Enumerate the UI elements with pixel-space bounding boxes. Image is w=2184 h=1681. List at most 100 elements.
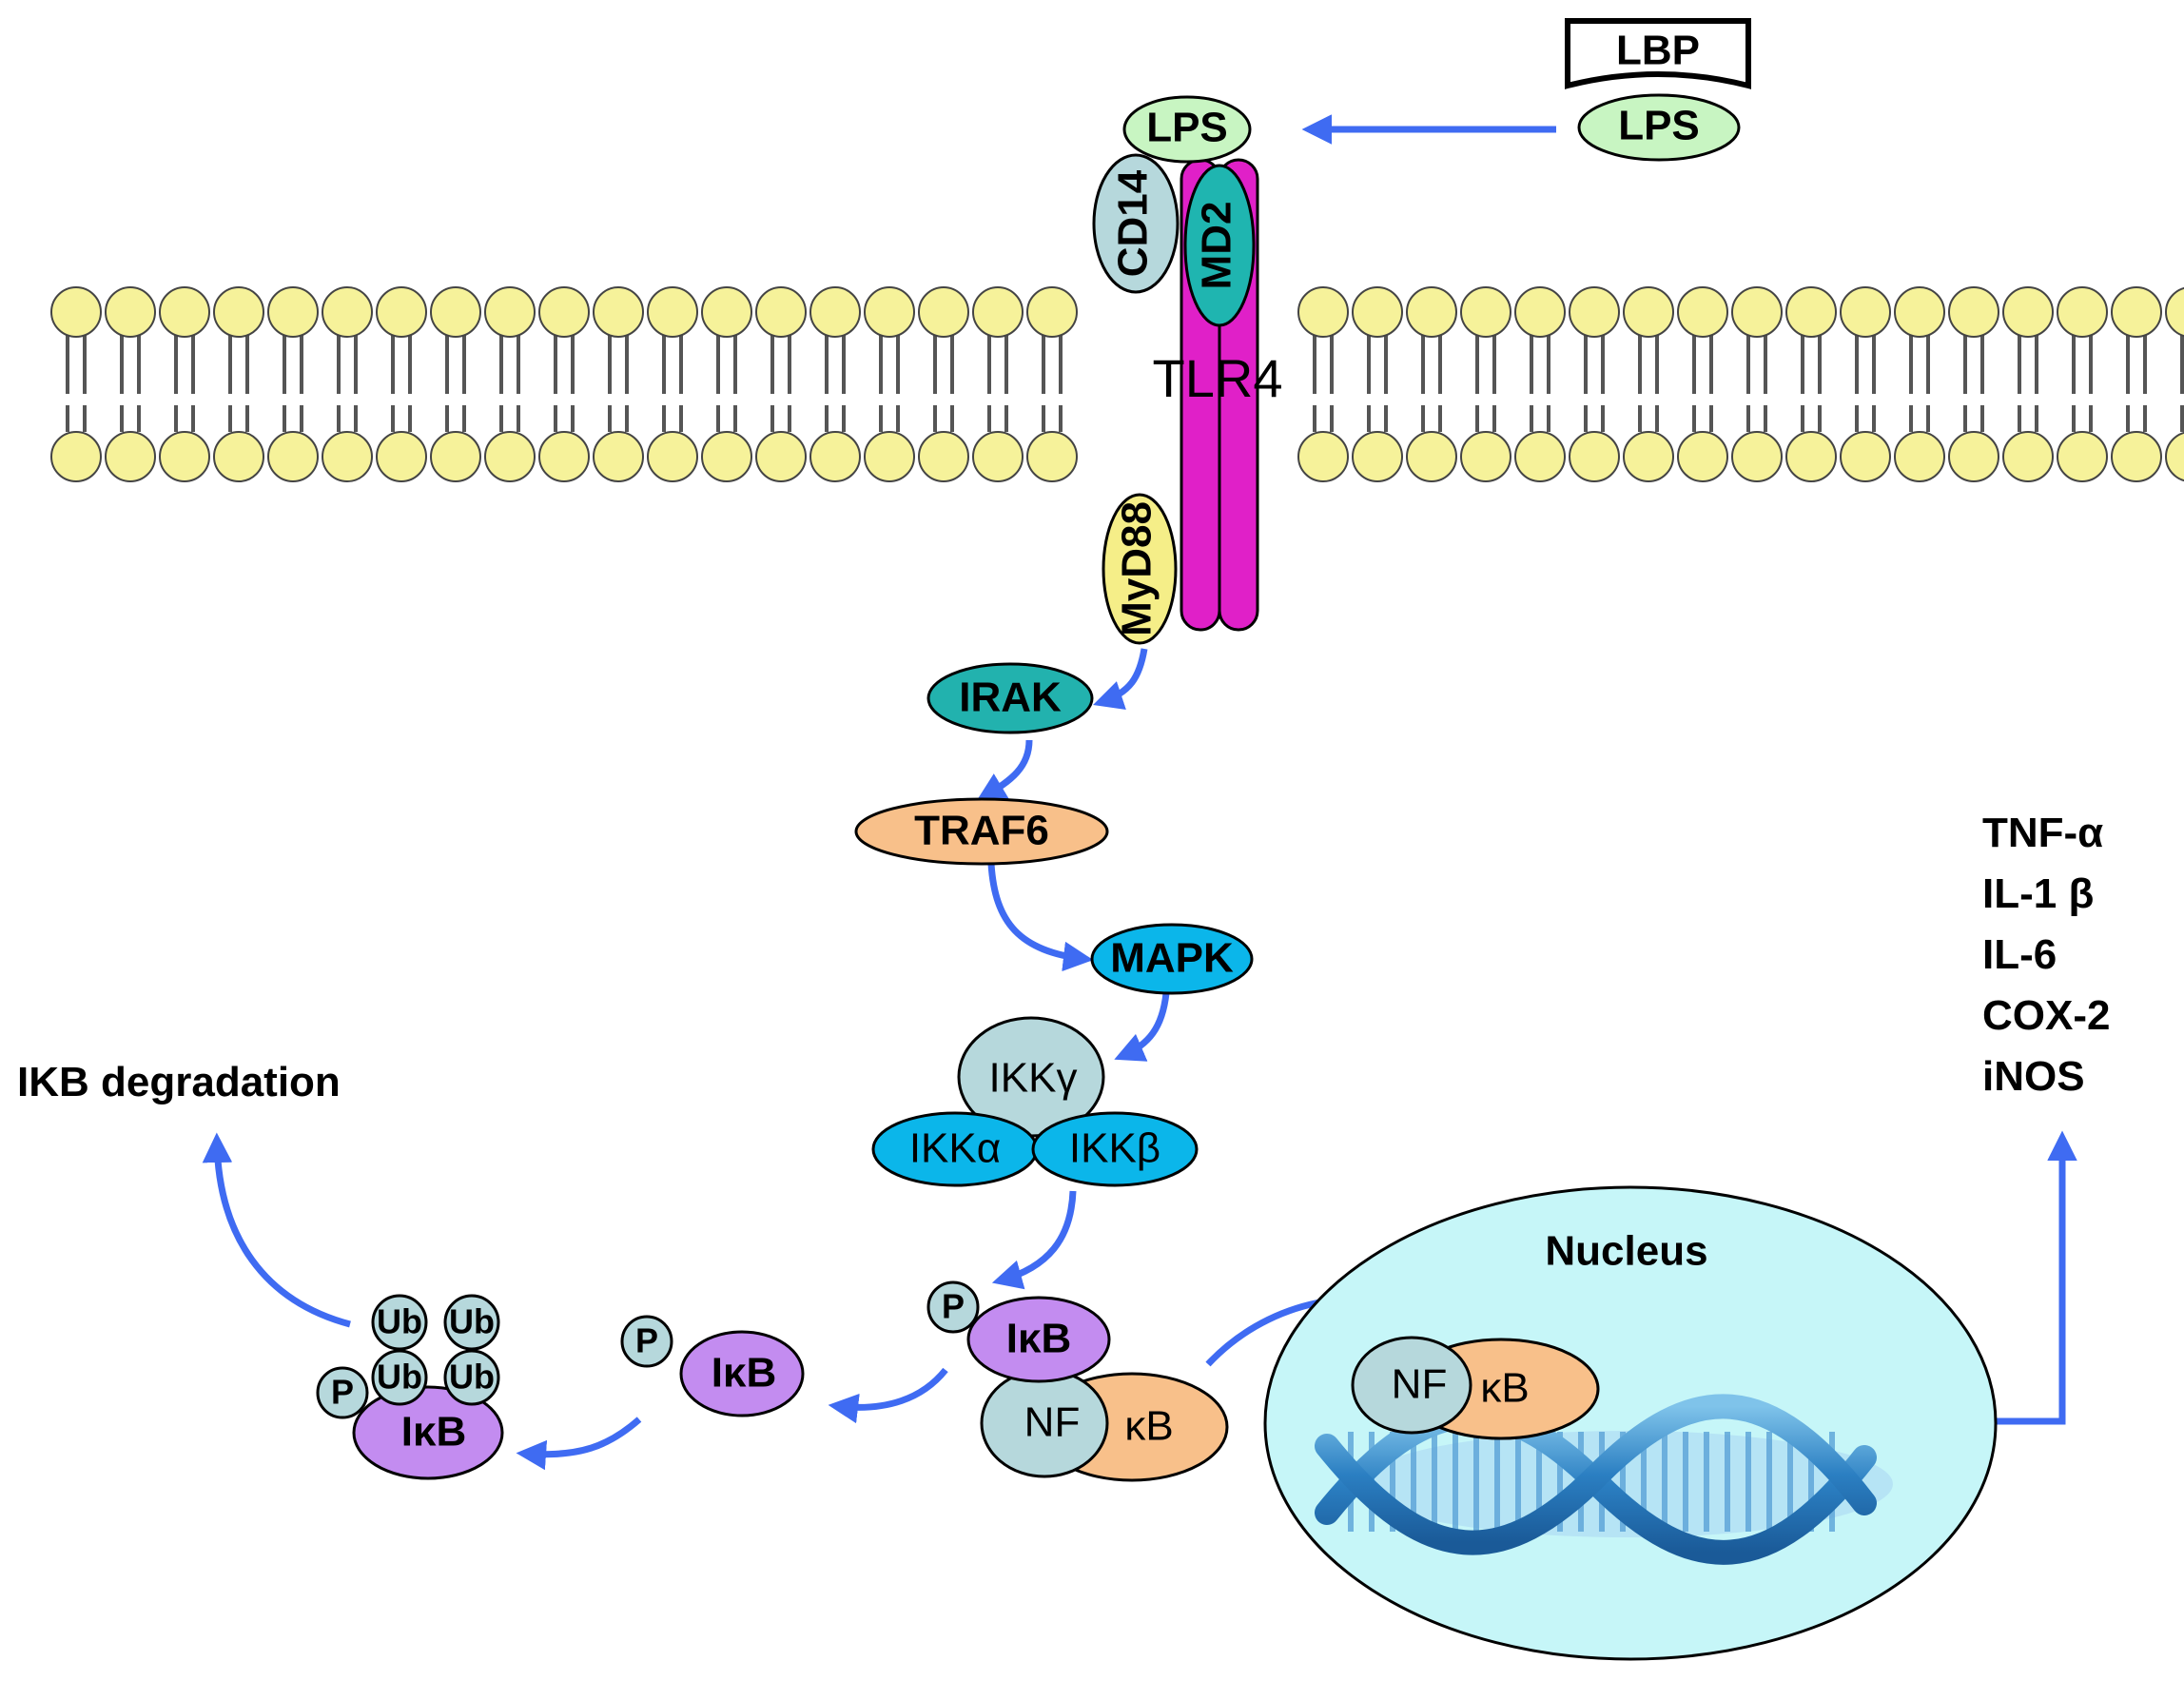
ikk-beta-label: IKKβ [1069,1125,1160,1172]
lipid-head [2165,286,2184,338]
nfkb-nf-label: NF [1392,1361,1448,1408]
md2-label: MD2 [1194,202,1240,290]
output-gene: iNOS [1982,1053,2085,1100]
lipid-head [1840,431,1891,482]
cd14-label: CD14 [1110,169,1157,277]
lipid-head [213,431,264,482]
irak-label: IRAK [959,674,1062,721]
lipid-head [755,431,807,482]
lipid-head [1731,431,1783,482]
cell-membrane [50,286,2184,482]
ikk-complex: IKKγ IKKα IKKβ [871,1016,1199,1187]
lipid-head [2057,286,2108,338]
ikk-beta-molecule [1031,1111,1199,1187]
arrow-mapk-to-ikk [1114,992,1170,1062]
lipid-head [1785,431,1837,482]
ikb-label: IκB [1006,1316,1072,1362]
lipid-head [918,431,969,482]
arrow-release-pikb [828,1367,948,1424]
irak-node: IRAK [926,662,1094,734]
lipid-head [50,286,102,338]
lipid-head [159,431,210,482]
lipid-head [1352,431,1403,482]
lipid-head [484,431,536,482]
arrow-ikb-degradation [202,1132,351,1328]
lipid-head [213,286,264,338]
lipid-head [593,431,644,482]
lps-free-label: LPS [1618,103,1700,149]
lipid-head [267,286,319,338]
traf6-label: TRAF6 [914,808,1049,854]
lipid-head [1785,286,1837,338]
lipid-head [2165,431,2184,482]
ikk-gamma-label: IKKγ [989,1055,1078,1102]
lipid-head [1569,431,1620,482]
lipid-head [1297,431,1349,482]
lipid-head [1677,286,1728,338]
lipid-head [1894,286,1945,338]
nfkb-kb-label: κB [1480,1365,1529,1412]
lipid-head [105,286,156,338]
nfkb-nf-label: NF [1024,1399,1081,1446]
lipid-head [50,431,102,482]
dna-backdrop [1360,1431,1893,1537]
mapk-node: MAPK [1090,923,1254,995]
lipid-head [159,286,210,338]
ubiquitin-label: Ub [449,1358,495,1397]
lipid-head [1623,431,1674,482]
lipid-head [1623,286,1674,338]
mapk-label: MAPK [1110,935,1234,982]
nfkb-kb-label: κB [1124,1403,1173,1450]
lbp-complex: LBP LPS [1565,18,1751,162]
ikb-molecule [352,1385,504,1480]
lbp-label: LBP [1616,28,1700,74]
lipid-head [1026,431,1078,482]
myd88-label: MyD88 [1114,501,1160,636]
lipid-head [593,286,644,338]
lipid-head [1297,286,1349,338]
lipid-head [322,286,373,338]
phosphate-circle [620,1315,673,1368]
lps-bound-molecule [1122,95,1252,164]
output-gene: TNF-α [1982,810,2103,856]
nfkb-nf-subunit [1351,1336,1472,1435]
arrow-irak-to-traf6 [975,739,1033,802]
lipid-head [809,286,861,338]
lipid-head [1569,286,1620,338]
arrow-myd88-to-irak [1093,648,1148,710]
output-gene: COX-2 [1982,992,2110,1039]
lipid-head [1948,431,1999,482]
phosphate-label: P [331,1373,354,1412]
lipid-head [1514,286,1566,338]
lipid-head [1460,431,1511,482]
lipid-head [430,286,481,338]
arrow-ikk-to-ikb-complex [991,1190,1077,1290]
ubiquitin-label: Ub [377,1302,422,1341]
ikb-nfkb-complex: κB NF IκB P [926,1280,1229,1482]
ubiquitin-circle [371,1294,428,1351]
lipid-head [1460,286,1511,338]
lipid-head [1731,286,1783,338]
myd88-molecule [1102,493,1178,645]
ikb-degradation-label: IKB degradation [17,1059,341,1105]
lipid-head [538,431,590,482]
lipid-head [1352,286,1403,338]
lipid-head [1406,431,1457,482]
lipid-head [1406,286,1457,338]
lipid-head [1026,286,1078,338]
lipid-head [1514,431,1566,482]
lipid-head [918,286,969,338]
lipid-head [105,431,156,482]
lipid-head [1948,286,1999,338]
lipid-head [701,431,752,482]
mapk-molecule [1090,923,1254,995]
output-gene: IL-1 β [1982,870,2094,917]
ubiquitin-label: Ub [449,1302,495,1341]
lipid-head [864,431,915,482]
lipid-head [972,286,1024,338]
arrow-traf6-to-mapk [987,863,1094,972]
ubiquitin-circle [443,1294,500,1351]
ikk-alpha-label: IKKα [909,1125,1001,1172]
lipid-head [376,286,427,338]
